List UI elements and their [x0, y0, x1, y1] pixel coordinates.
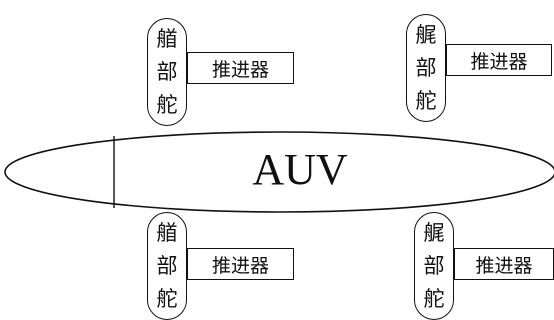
thruster-top-left: 推进器: [187, 52, 294, 84]
thruster-bottom-left: 推进器: [187, 248, 294, 280]
thruster-bottom-right: 推进器: [454, 248, 554, 280]
rudder-char: 部: [423, 254, 445, 278]
rudder-char: 艏: [156, 221, 178, 245]
bow-rudder-bottom: 艏 部 舵: [147, 212, 187, 320]
rudder-char: 艉: [415, 23, 437, 47]
stern-rudder-top: 艉 部 舵: [406, 14, 446, 122]
rudder-char: 艏: [156, 27, 178, 51]
rudder-char: 舵: [423, 287, 445, 311]
rudder-char: 舵: [156, 93, 178, 117]
auv-label: AUV: [252, 145, 348, 194]
rudder-char: 部: [156, 60, 178, 84]
rudder-char: 艉: [423, 221, 445, 245]
thruster-top-right: 推进器: [446, 44, 552, 76]
rudder-char: 舵: [156, 287, 178, 311]
rudder-char: 部: [156, 254, 178, 278]
auv-hull: [4, 131, 554, 213]
stern-rudder-bottom: 艉 部 舵: [414, 212, 454, 320]
bow-rudder-top: 艏 部 舵: [147, 18, 187, 126]
rudder-char: 舵: [415, 89, 437, 113]
rudder-char: 部: [415, 56, 437, 80]
